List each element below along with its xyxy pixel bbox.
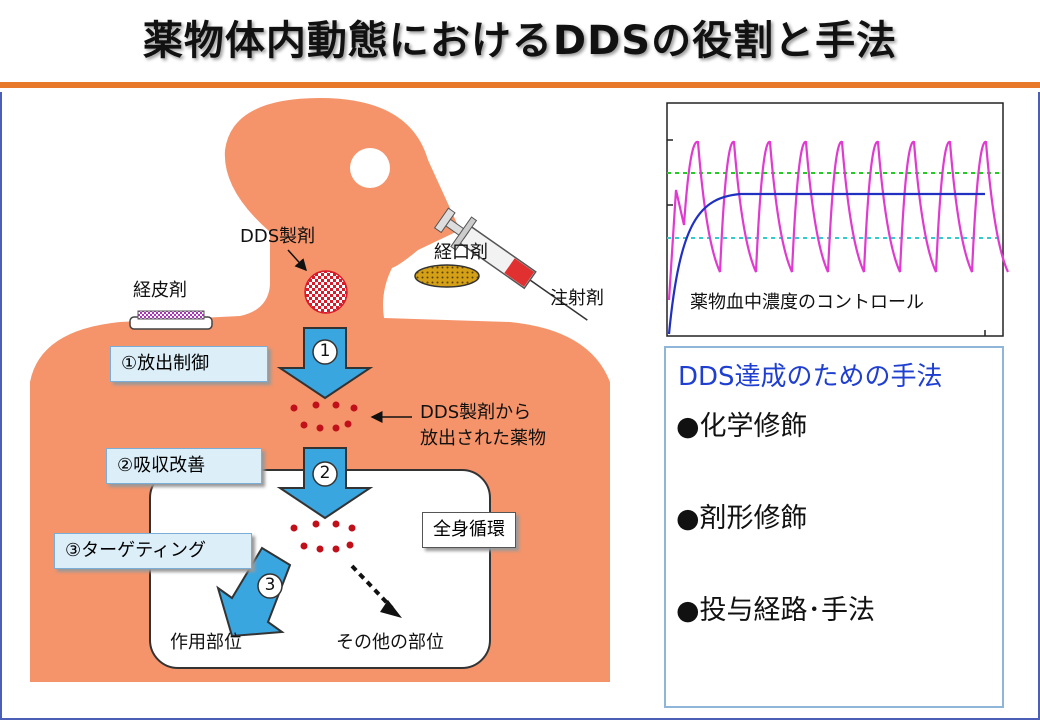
syringe-icon [433, 207, 588, 321]
fluctuating-concentration-curve [667, 140, 1009, 301]
circulating-drug-dots [290, 520, 356, 553]
systemic-circulation-box: 全身循環 [422, 512, 516, 548]
arrow-number-3: 3 [264, 575, 276, 595]
transdermal-label: 経皮剤 [133, 280, 187, 301]
page-title: 薬物体内動態におけるDDSの役割と手法 [142, 18, 898, 64]
oral-pill-icon [414, 264, 480, 288]
injection-label: 注射剤 [550, 288, 604, 309]
released-drug-dots [290, 401, 358, 432]
released-drug-label-line1: DDS製剤から [420, 402, 532, 423]
targeting-arrow-3 [216, 546, 292, 638]
release-arrow-1 [276, 327, 374, 400]
step-2-absorption-improvement: ②吸収改善 [106, 448, 262, 484]
other-sites-dotted-arrow [350, 564, 394, 610]
other-sites-label: その他の部位 [336, 632, 444, 653]
method-dosage-form-modification: ●剤形修飾 [676, 503, 808, 534]
action-site-label: 作用部位 [170, 632, 242, 653]
arrow-number-2: 2 [319, 463, 331, 483]
other-sites-arrowhead [380, 600, 402, 618]
content-frame [0, 92, 1040, 720]
concentration-chart [666, 102, 1009, 337]
absorption-arrow-2 [276, 447, 374, 520]
oral-label: 経口剤 [434, 242, 488, 263]
method-chemical-modification: ●化学修飾 [676, 411, 808, 442]
method-administration-route: ●投与経路･手法 [676, 595, 876, 626]
methods-panel: DDS達成のための手法 ●化学修飾 ●剤形修飾 ●投与経路･手法 [664, 346, 1004, 708]
transdermal-patch-icon [129, 310, 213, 330]
arrow-number-1: 1 [319, 341, 331, 361]
eye-icon [350, 148, 390, 188]
methods-title: DDS達成のための手法 [678, 362, 943, 392]
dds-pointer-arrow [287, 249, 308, 272]
step-3-targeting: ③ターゲティング [54, 533, 252, 569]
dds-formulation-icon [304, 270, 348, 314]
step-1-release-control: ①放出制御 [110, 346, 268, 382]
controlled-concentration-curve [667, 192, 985, 335]
title-bar [0, 82, 1040, 88]
chart-caption: 薬物血中濃度のコントロール [690, 292, 924, 313]
dds-formulation-label: DDS製剤 [240, 226, 316, 247]
released-drug-label-line2: 放出された薬物 [420, 428, 546, 449]
